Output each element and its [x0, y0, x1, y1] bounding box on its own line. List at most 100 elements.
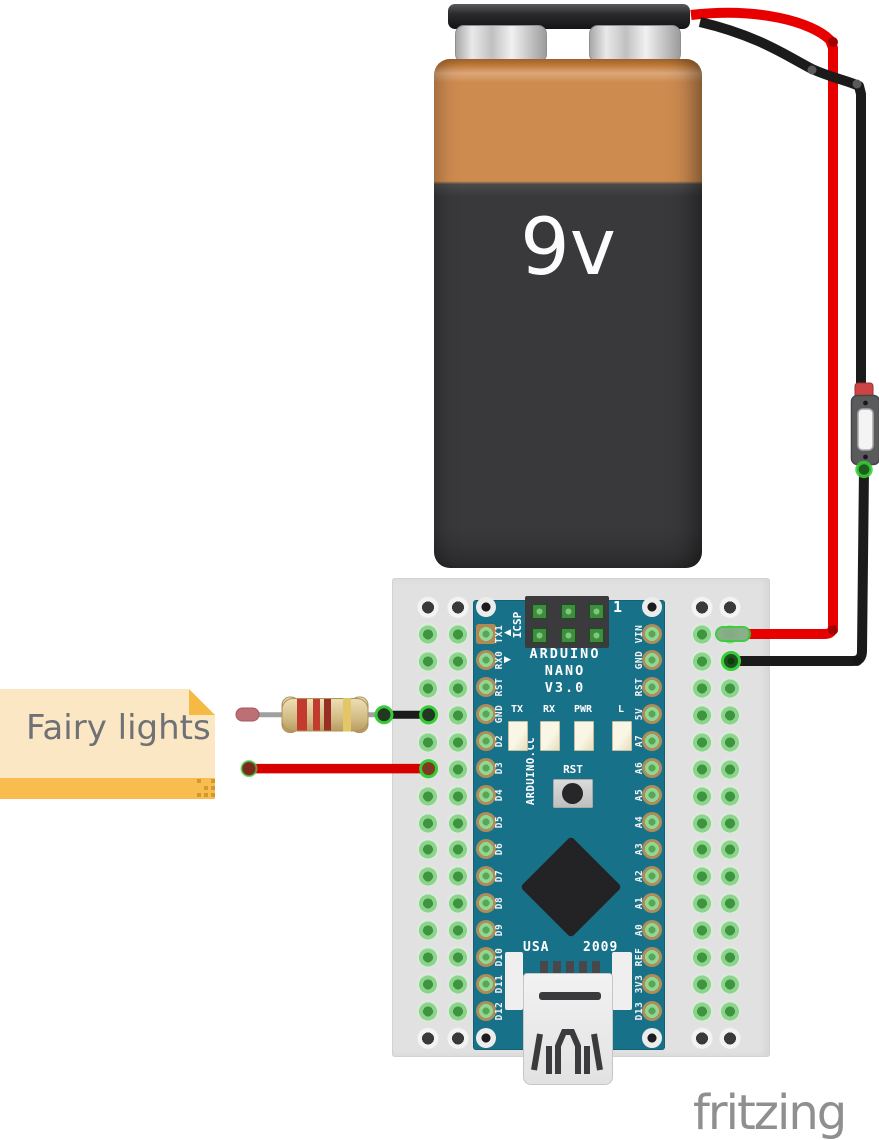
breadboard-hole[interactable] — [691, 865, 713, 888]
breadboard-hole[interactable] — [447, 811, 469, 834]
breadboard-hole[interactable] — [691, 1027, 713, 1050]
breadboard-hole[interactable] — [417, 703, 439, 726]
breadboard-hole[interactable] — [417, 892, 439, 915]
breadboard-hole[interactable] — [691, 973, 713, 996]
breadboard-hole[interactable] — [447, 596, 469, 618]
wire-battery-positive[interactable] — [690, 7, 838, 639]
breadboard-hole[interactable] — [719, 1027, 741, 1050]
breadboard-hole[interactable] — [447, 1000, 469, 1023]
breadboard-hole[interactable] — [719, 973, 741, 996]
nano-pin-3v3[interactable] — [642, 973, 662, 994]
breadboard-hole[interactable] — [691, 757, 713, 780]
breadboard-hole[interactable] — [719, 730, 741, 753]
icsp-pin[interactable] — [560, 603, 576, 619]
breadboard-hole[interactable] — [417, 1000, 439, 1023]
icsp-header[interactable] — [525, 596, 609, 648]
breadboard-hole[interactable] — [691, 649, 713, 672]
breadboard-hole[interactable] — [417, 676, 439, 699]
nano-pin-d7[interactable] — [476, 865, 496, 886]
nano-pin-d6[interactable] — [476, 839, 496, 860]
nano-pin-a4[interactable] — [642, 812, 662, 833]
breadboard-hole[interactable] — [417, 865, 439, 888]
breadboard-hole[interactable] — [691, 676, 713, 699]
breadboard-hole[interactable] — [417, 1027, 439, 1050]
icsp-pin[interactable] — [560, 627, 576, 643]
breadboard-hole[interactable] — [691, 596, 713, 618]
breadboard-hole[interactable] — [719, 676, 741, 699]
nano-pin-gnd[interactable] — [642, 650, 662, 671]
wire-bendpoint[interactable] — [828, 37, 838, 47]
nano-pin-vin[interactable] — [642, 623, 662, 644]
nano-pin-a2[interactable] — [642, 865, 662, 886]
nano-pin-d2[interactable] — [476, 731, 496, 752]
nano-pin-rst[interactable] — [476, 677, 496, 698]
breadboard-hole[interactable] — [719, 1000, 741, 1023]
breadboard-hole[interactable] — [447, 757, 469, 780]
nano-pin-d3[interactable] — [476, 758, 496, 779]
breadboard-hole[interactable] — [447, 703, 469, 726]
breadboard-hole[interactable] — [447, 919, 469, 942]
icsp-pin[interactable] — [588, 627, 604, 643]
breadboard-hole[interactable] — [691, 811, 713, 834]
icsp-pin[interactable] — [531, 603, 547, 619]
nano-pin-d8[interactable] — [476, 892, 496, 913]
nano-pin-a6[interactable] — [642, 758, 662, 779]
breadboard-hole[interactable] — [719, 919, 741, 942]
wire-bendpoint[interactable] — [852, 79, 862, 89]
breadboard-hole[interactable] — [691, 1000, 713, 1023]
breadboard-hole[interactable] — [719, 784, 741, 807]
nano-pin-rst[interactable] — [642, 677, 662, 698]
breadboard-hole[interactable] — [447, 838, 469, 861]
nano-pin-a5[interactable] — [642, 785, 662, 806]
nano-pin-5v[interactable] — [642, 704, 662, 725]
breadboard-hole[interactable] — [447, 622, 469, 645]
breadboard-hole[interactable] — [447, 1027, 469, 1050]
breadboard-hole[interactable] — [719, 865, 741, 888]
nano-pin-d10[interactable] — [476, 946, 496, 967]
breadboard-hole[interactable] — [719, 703, 741, 726]
wire-battery-negative[interactable] — [698, 17, 866, 385]
nano-pin-d12[interactable] — [476, 1000, 496, 1021]
breadboard-hole[interactable] — [417, 757, 439, 780]
wire-bendpoint[interactable] — [807, 65, 817, 75]
breadboard-hole[interactable] — [417, 973, 439, 996]
breadboard-hole[interactable] — [417, 838, 439, 861]
battery-9v[interactable]: 9v — [434, 59, 702, 568]
note-resize-grip[interactable] — [197, 779, 201, 783]
breadboard-hole[interactable] — [447, 649, 469, 672]
breadboard-hole[interactable] — [447, 973, 469, 996]
reset-button-cap[interactable] — [562, 783, 583, 804]
breadboard-hole[interactable] — [719, 811, 741, 834]
breadboard-hole[interactable] — [691, 622, 713, 645]
nano-pin-rx0[interactable] — [476, 650, 496, 671]
nano-pin-a7[interactable] — [642, 731, 662, 752]
breadboard-hole[interactable] — [447, 946, 469, 969]
wire-end-connector[interactable] — [374, 705, 394, 725]
breadboard-hole[interactable] — [447, 676, 469, 699]
nano-pin-ref[interactable] — [642, 946, 662, 967]
switch-slider[interactable] — [857, 408, 874, 451]
nano-pin-d5[interactable] — [476, 812, 496, 833]
breadboard-hole[interactable] — [417, 946, 439, 969]
wire-bendpoint[interactable] — [828, 625, 838, 635]
breadboard-hole[interactable] — [417, 730, 439, 753]
fairy-wire-end[interactable] — [235, 707, 260, 722]
breadboard-hole[interactable] — [447, 784, 469, 807]
breadboard-hole[interactable] — [719, 622, 741, 645]
nano-pin-d11[interactable] — [476, 973, 496, 994]
breadboard-hole[interactable] — [417, 919, 439, 942]
breadboard-hole[interactable] — [417, 649, 439, 672]
breadboard-hole[interactable] — [417, 596, 439, 618]
breadboard-hole[interactable] — [719, 838, 741, 861]
breadboard-hole[interactable] — [691, 838, 713, 861]
breadboard-hole[interactable] — [447, 865, 469, 888]
breadboard-hole[interactable] — [691, 946, 713, 969]
nano-pin-a0[interactable] — [642, 919, 662, 940]
nano-pin-a3[interactable] — [642, 839, 662, 860]
icsp-pin[interactable] — [588, 603, 604, 619]
nano-pin-gnd[interactable] — [476, 704, 496, 725]
breadboard-hole[interactable] — [719, 649, 741, 672]
breadboard-hole[interactable] — [691, 784, 713, 807]
nano-pin-tx1[interactable] — [476, 623, 496, 644]
usb-connector[interactable] — [523, 973, 613, 1085]
